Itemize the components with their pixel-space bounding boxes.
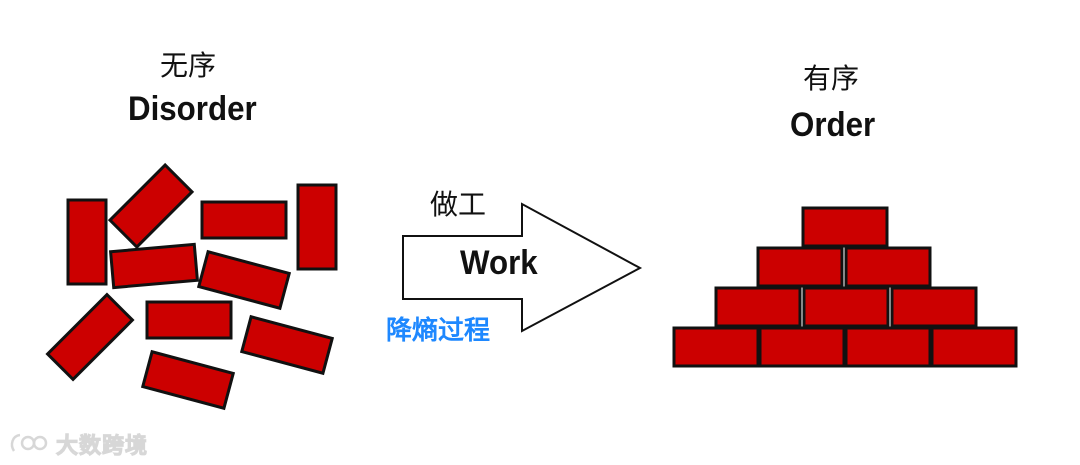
brick-icon (844, 246, 932, 288)
disorder-title-en: Disorder (128, 90, 257, 128)
order-bricks (672, 206, 1018, 368)
brick-icon (802, 286, 890, 328)
order-title-en: Order (790, 106, 876, 144)
brick-icon (714, 286, 802, 328)
brick-icon (45, 292, 135, 382)
brick-icon (801, 206, 889, 248)
brick-icon (66, 198, 108, 286)
brick-icon (756, 246, 844, 288)
brick-icon (239, 314, 335, 376)
arrow-icon (402, 202, 643, 333)
entropy-reduction-label: 降熵过程 (386, 316, 491, 346)
watermark: 大数跨境 (8, 428, 148, 460)
watermark-text: 大数跨境 (55, 434, 149, 460)
brick-icon (108, 242, 200, 290)
watermark-logo-icon (10, 433, 48, 452)
work-label-cn: 做工 (430, 188, 487, 221)
order-title-cn: 有序 (803, 62, 860, 95)
brick-icon (200, 200, 288, 240)
brick-icon (107, 162, 195, 250)
brick-icon (296, 183, 338, 271)
brick-icon (145, 300, 233, 340)
brick-icon (140, 349, 236, 411)
brick-icon (890, 286, 978, 328)
brick-icon (672, 326, 760, 368)
disorder-bricks (45, 162, 338, 411)
work-label-en: Work (460, 244, 538, 282)
brick-icon (758, 326, 846, 368)
disorder-title-cn: 无序 (160, 49, 217, 82)
brick-icon (930, 326, 1018, 368)
brick-icon (196, 249, 292, 311)
brick-icon (844, 326, 932, 368)
